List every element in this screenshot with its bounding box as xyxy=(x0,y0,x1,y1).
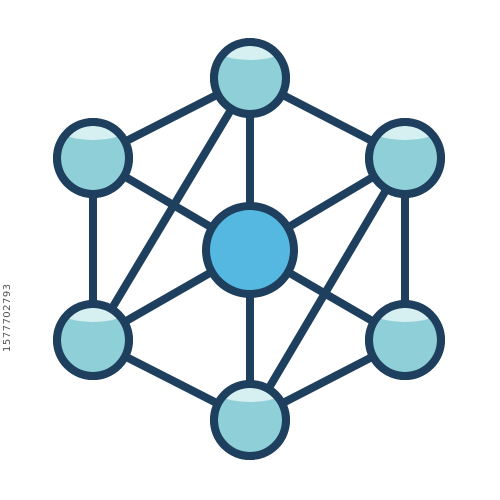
node-lr xyxy=(365,300,445,380)
node-ul xyxy=(53,118,133,198)
edge-top-ll xyxy=(89,74,254,344)
edge-ur-bot xyxy=(246,154,409,424)
node-ur xyxy=(365,118,445,198)
node-group xyxy=(53,38,445,460)
side-id-text: 1577702793 xyxy=(2,283,13,352)
node-center xyxy=(202,202,298,298)
node-top xyxy=(210,38,290,118)
node-bot xyxy=(210,380,290,460)
node-ll xyxy=(53,300,133,380)
node-center-circle xyxy=(202,202,298,298)
